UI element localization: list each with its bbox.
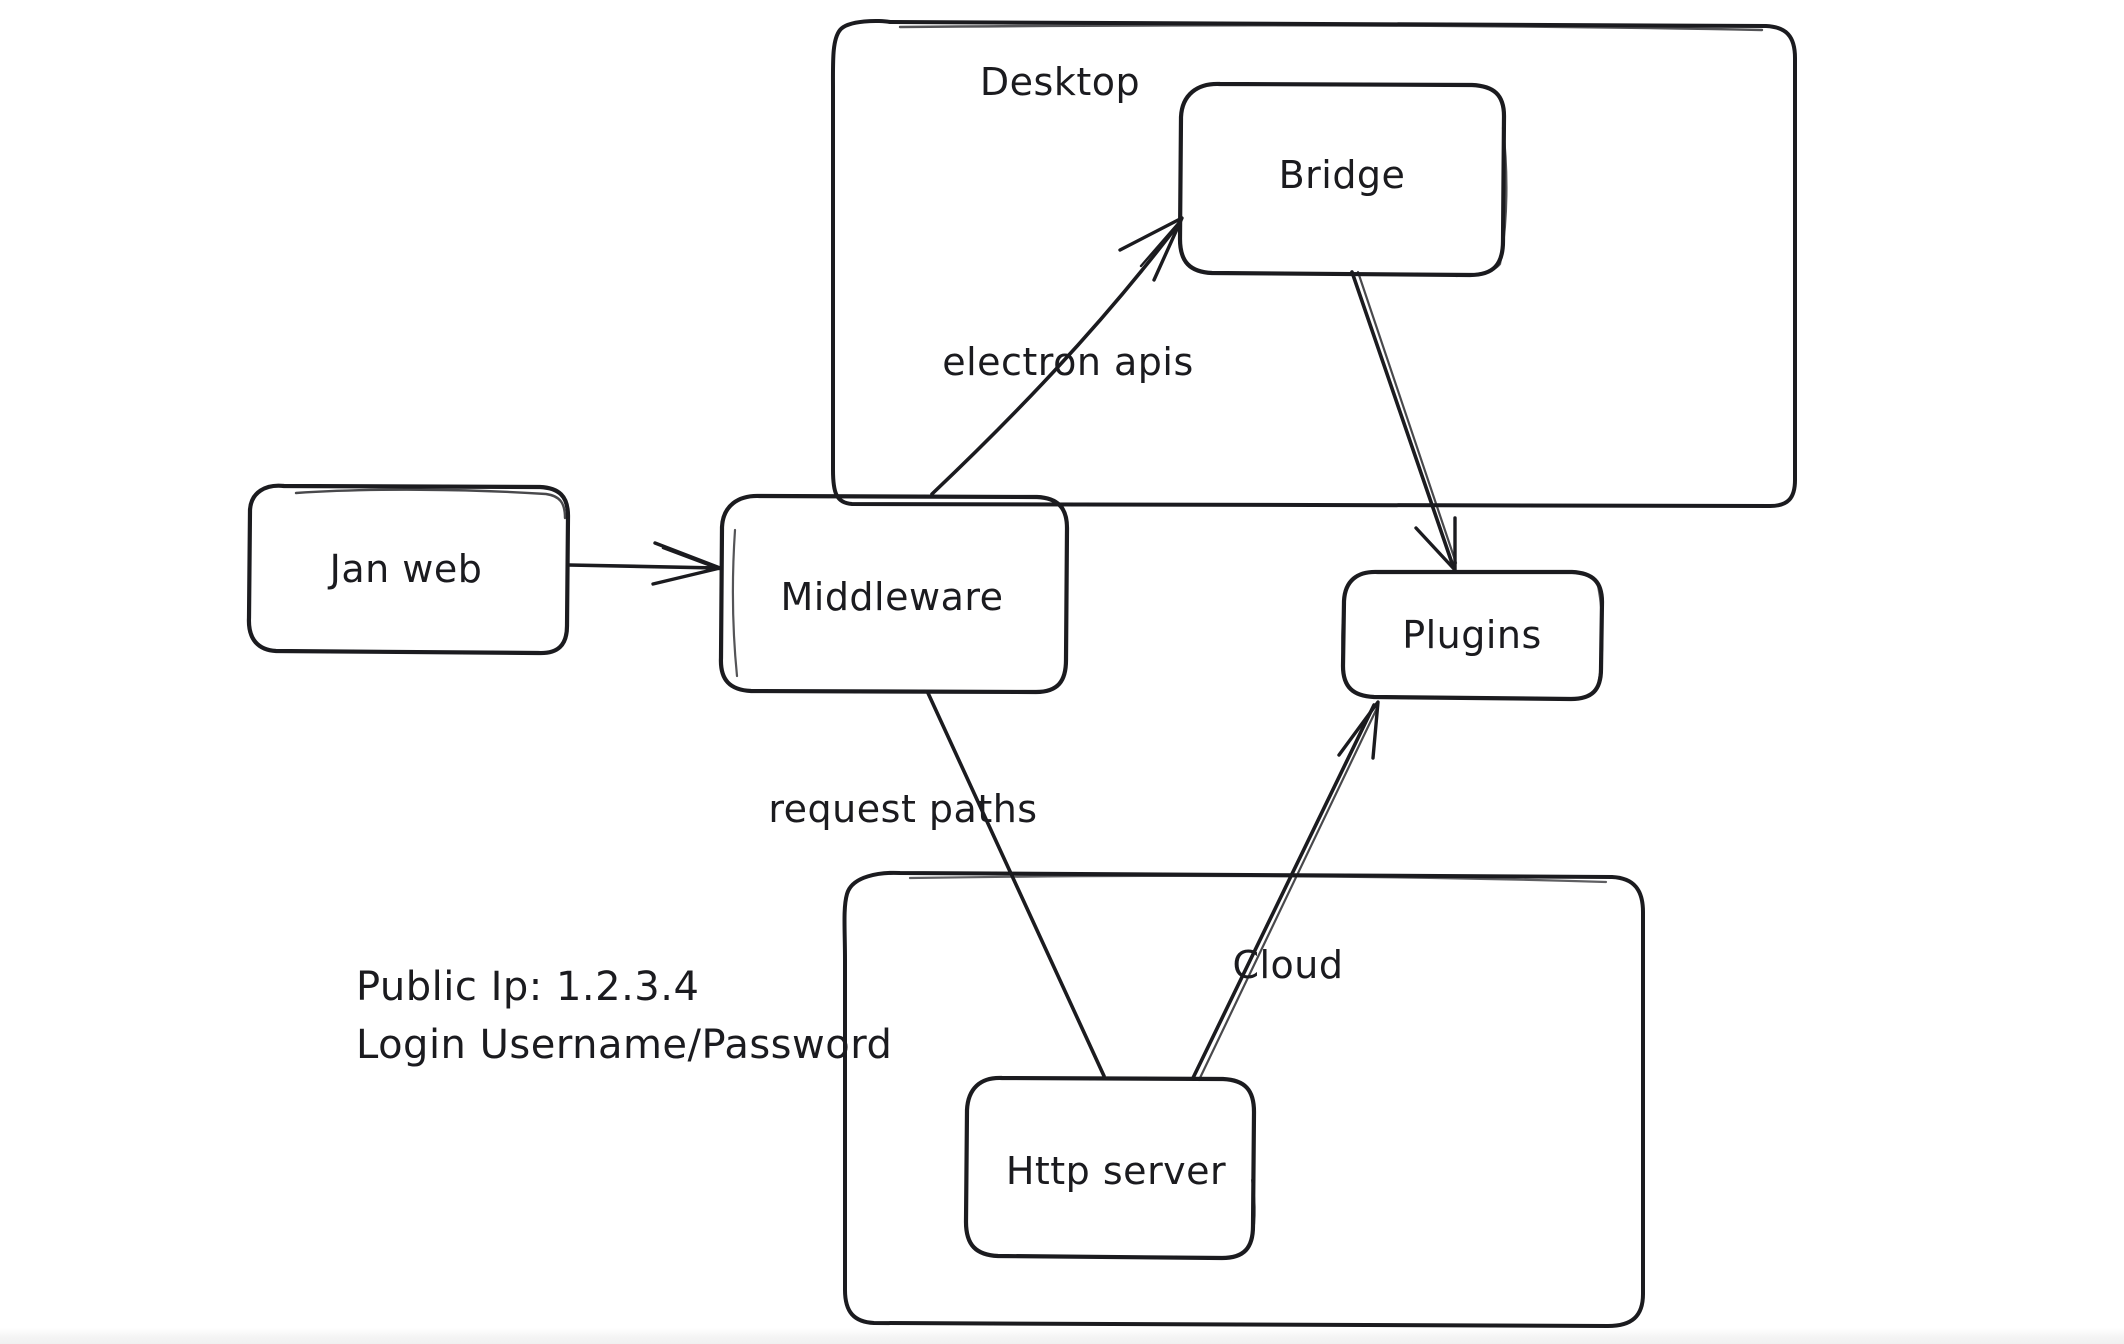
node-middleware-label: Middleware — [780, 575, 1003, 619]
node-jan-web-label: Jan web — [328, 547, 483, 591]
node-plugins-label: Plugins — [1402, 613, 1542, 657]
note-public-ip: Public Ip: 1.2.3.4 — [356, 964, 699, 1010]
node-bridge-label: Bridge — [1279, 153, 1406, 197]
edge-jan-web-to-middleware — [567, 541, 722, 586]
node-http-server[interactable] — [963, 1075, 1257, 1261]
node-middleware[interactable] — [718, 493, 1070, 695]
edge-middleware-to-http-server — [926, 691, 1106, 1078]
edge-label-cloud: Cloud — [1232, 943, 1343, 987]
node-jan-web[interactable] — [246, 483, 571, 656]
bottom-edge-band — [0, 1328, 2124, 1344]
container-desktop[interactable] — [830, 19, 1797, 508]
edge-label-electron-apis: electron apis — [942, 340, 1194, 384]
edge-bridge-to-plugins — [1350, 270, 1458, 572]
edge-http-server-to-plugins — [1191, 700, 1380, 1082]
container-cloud[interactable] — [842, 870, 1645, 1328]
node-plugins[interactable] — [1340, 569, 1605, 702]
edge-middleware-to-bridge — [930, 216, 1184, 496]
node-http-server-label: Http server — [1006, 1149, 1226, 1193]
edge-label-request-paths: request paths — [768, 787, 1037, 831]
node-bridge[interactable] — [1177, 81, 1508, 278]
note-login-credentials: Login Username/Password — [356, 1022, 892, 1068]
container-desktop-label: Desktop — [980, 60, 1140, 104]
